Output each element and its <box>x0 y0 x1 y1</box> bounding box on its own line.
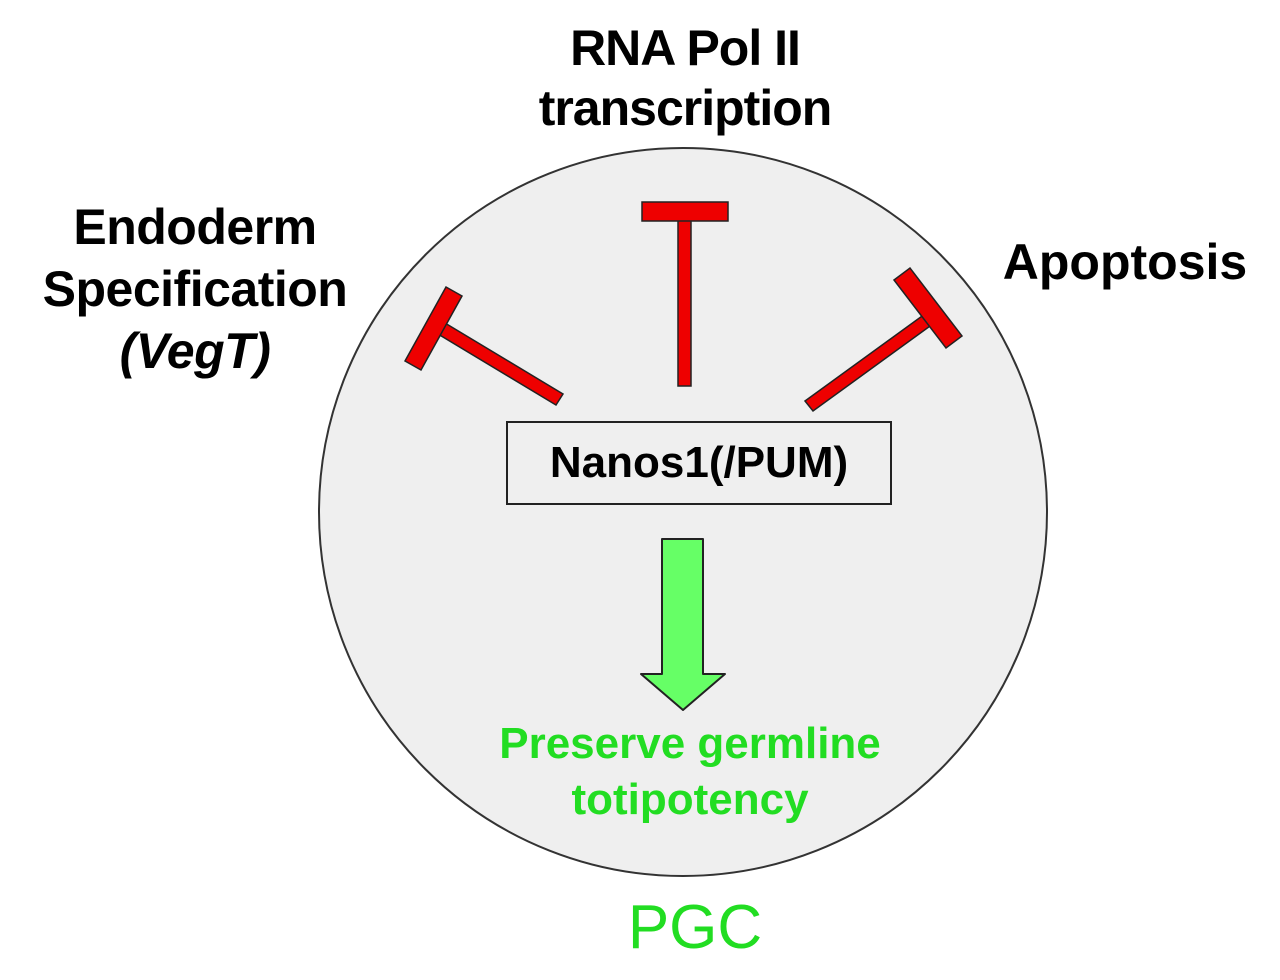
inhibition-endoderm-head <box>403 285 565 407</box>
rna-pol-ii-line1: RNA Pol II <box>570 20 801 76</box>
rna-pol-ii-line2: transcription <box>538 80 833 136</box>
inhibition-bar <box>892 266 964 350</box>
pgc-cell-circle <box>318 147 1048 877</box>
outcome-label: Preserve germline totipotency <box>420 716 960 828</box>
inhibition-stem <box>677 217 692 387</box>
rna-pol-ii-label: RNA Pol II transcription <box>470 18 900 138</box>
outcome-line1: Preserve germline <box>499 719 881 768</box>
inhibition-bar <box>403 285 464 372</box>
inhibition-apoptosis <box>803 266 964 413</box>
inhibition-bar <box>641 201 729 222</box>
endoderm-line1: Endoderm <box>73 199 317 255</box>
inhibition-rna-pol-ii <box>641 201 729 387</box>
endoderm-line3: (VegT) <box>119 323 271 379</box>
nanos1-label: Nanos1(/PUM) <box>549 438 849 487</box>
endoderm-label: Endoderm Specification (VegT) <box>10 196 380 382</box>
endoderm-line2: Specification <box>42 261 348 317</box>
outcome-line2: totipotency <box>571 775 809 824</box>
nanos1-node: Nanos1(/PUM) <box>506 421 892 505</box>
apoptosis-label: Apoptosis <box>1002 234 1248 290</box>
pgc-label: PGC <box>627 893 763 962</box>
activation-arrow <box>640 538 726 711</box>
